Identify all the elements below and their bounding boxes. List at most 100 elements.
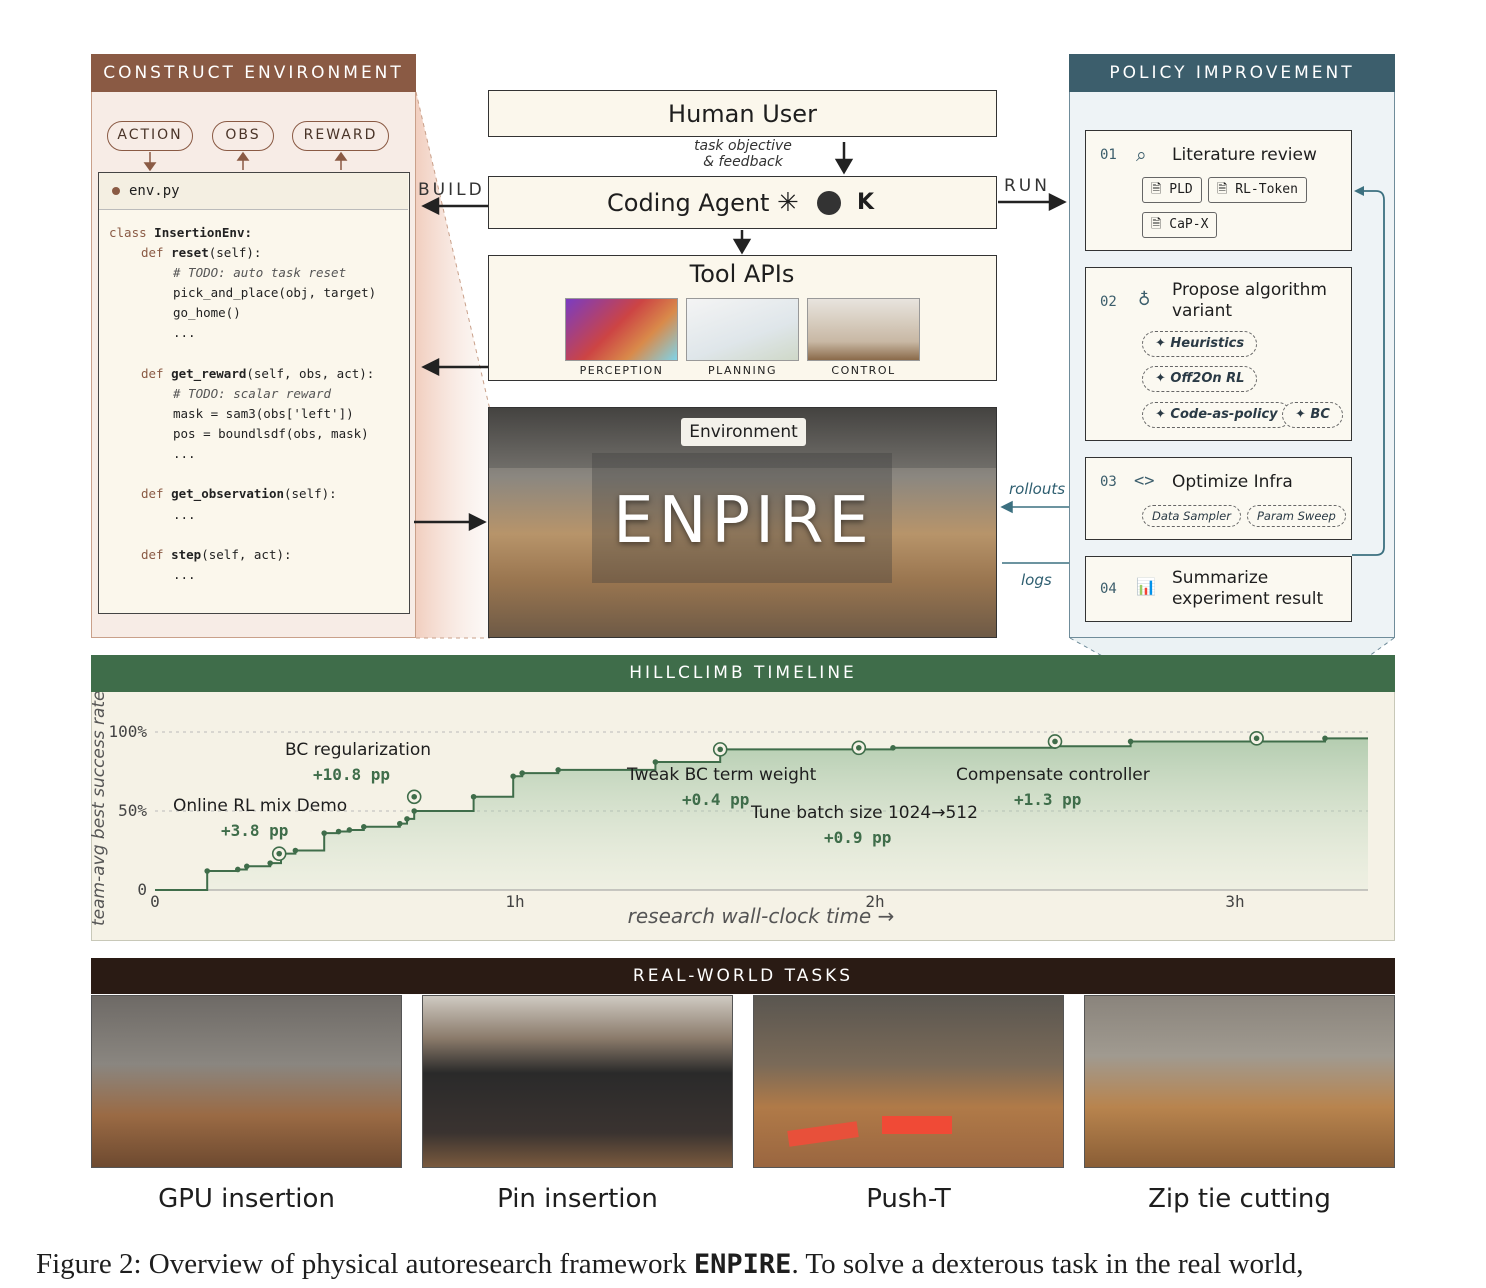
code-editor: env.py class InsertionEnv: def reset(sel… — [98, 172, 410, 614]
step-text-line-2: experiment result — [1172, 589, 1324, 609]
environment-tag: Environment — [681, 418, 806, 446]
milestone-dot — [717, 746, 723, 753]
data-point — [890, 745, 896, 751]
t-target-shape — [882, 1116, 952, 1134]
paper-chip-label: RL-Token — [1235, 182, 1298, 197]
data-point — [321, 830, 327, 836]
step-literature-review: 01 ⌕ Literature review 🗎 PLD 🗎 RL-Token … — [1085, 130, 1352, 251]
code-comment: # TODO: auto task reset — [173, 265, 347, 280]
code-line: pos = boundlsdf(obs, mask) — [173, 426, 369, 441]
environment-overlay — [592, 453, 892, 583]
code-file-tab: env.py — [99, 173, 408, 210]
data-point — [235, 866, 241, 873]
file-name: env.py — [129, 183, 180, 199]
action-pill: ACTION — [107, 121, 193, 151]
step-propose-algorithm: 02 ♁ Propose algorithm variant ✦ Heurist… — [1085, 267, 1352, 441]
planning-label: PLANNING — [708, 364, 777, 377]
algorithm-chip-label: Heuristics — [1170, 336, 1245, 351]
task-label: GPU insertion — [158, 1184, 335, 1214]
figure-caption: Figure 2: Overview of physical autoresea… — [36, 1248, 1476, 1281]
milestone-dot — [1253, 735, 1260, 742]
x-tick-label: 0 — [150, 892, 160, 911]
data-point — [335, 828, 342, 835]
tool-apis-box: Tool APIs PERCEPTION PLANNING CONTROL — [488, 255, 997, 381]
perception-label: PERCEPTION — [579, 364, 664, 377]
caption-name: ENPIRE — [693, 1249, 792, 1280]
code-brackets-icon: <> — [1134, 471, 1155, 491]
code-line: mask = sam3(obs['left']) — [173, 406, 354, 421]
algorithm-chip-label: Code-as-policy — [1170, 407, 1278, 422]
reward-pill: REWARD — [292, 121, 389, 151]
zip-tie-cutting-photo — [1084, 995, 1395, 1168]
step-number: 02 — [1100, 294, 1117, 310]
annotation-label: Online RL mix Demo — [173, 796, 348, 816]
caption-prefix: Figure 2: Overview of physical autoresea… — [36, 1248, 694, 1280]
step-number: 03 — [1100, 474, 1117, 490]
obs-pill: OBS — [212, 121, 274, 151]
code-function: get_observation — [171, 486, 284, 501]
task-label: Push-T — [866, 1184, 951, 1214]
annotation-delta: +0.4 pp — [682, 790, 750, 809]
code-keyword: def — [141, 486, 164, 501]
data-point — [411, 808, 418, 814]
task-label: Zip tie cutting — [1148, 1184, 1331, 1214]
milestone-dot — [411, 793, 418, 800]
y-tick-label: 50% — [118, 801, 147, 820]
code-comment: # TODO: scalar reward — [173, 386, 332, 401]
code-line: ... — [173, 507, 196, 522]
y-axis-label: team-avg best success rate — [91, 692, 109, 926]
human-user-box: Human User — [488, 90, 997, 137]
step-text: Summarize experiment result — [1172, 568, 1323, 610]
infra-chip: Data Sampler — [1142, 505, 1241, 527]
search-icon: ⌕ — [1136, 144, 1147, 166]
feedback-label: task objective & feedback — [660, 138, 826, 170]
data-point — [346, 827, 353, 833]
hillclimb-title: HILLCLIMB TIMELINE — [91, 655, 1395, 692]
pill-arrows — [143, 151, 348, 172]
paper-chip: 🗎 PLD — [1142, 177, 1202, 203]
paper-chip: 🗎 CaP-X — [1142, 212, 1218, 238]
construct-callout-fan — [415, 91, 491, 639]
algorithm-chip: ✦ Off2On RL — [1142, 366, 1258, 392]
step-text: Optimize Infra — [1172, 472, 1293, 492]
coding-agent-box: Coding Agent ✳ K — [488, 176, 997, 229]
x-axis-label: research wall-clock time → — [628, 904, 895, 928]
claude-logo-icon: ✳ — [777, 188, 799, 218]
feedback-line-2: & feedback — [703, 154, 783, 170]
caption-suffix: . To solve a dexterous task in the real … — [791, 1248, 1304, 1280]
paper-chip: 🗎 RL-Token — [1208, 177, 1307, 203]
code-text: (self): — [208, 245, 262, 260]
step-number: 04 — [1100, 581, 1117, 597]
y-tick-label: 0 — [137, 880, 147, 899]
code-line: go_home() — [173, 305, 241, 320]
data-point — [1127, 738, 1134, 745]
lightbulb-icon: ♁ — [1138, 290, 1151, 310]
kimi-logo-icon: K — [857, 190, 875, 215]
x-tick-label: 2h — [865, 892, 884, 911]
code-text: (self): — [284, 486, 337, 501]
step-optimize-infra: 03 <> Optimize Infra Data Sampler Param … — [1085, 457, 1352, 540]
annotation-label: BC regularization — [285, 740, 432, 760]
data-point — [519, 770, 525, 776]
data-point — [555, 767, 561, 773]
algorithm-chip: ✦ Code-as-policy — [1142, 402, 1291, 428]
perception-thumbnail — [565, 298, 678, 361]
step-number: 01 — [1100, 147, 1117, 163]
code-function: reset — [171, 245, 209, 260]
data-point — [510, 773, 516, 780]
x-tick-label: 3h — [1225, 892, 1244, 911]
code-keyword: class — [109, 225, 147, 240]
task-label: Pin insertion — [497, 1184, 658, 1214]
file-dot-icon — [112, 187, 120, 195]
step-text: Propose algorithm variant — [1172, 280, 1327, 322]
annotation-label: Tune batch size 1024→512 — [751, 803, 978, 823]
policy-improvement-title: POLICY IMPROVEMENT — [1069, 54, 1395, 92]
data-point — [292, 847, 299, 854]
x-tick-label: 1h — [505, 892, 524, 911]
data-point — [470, 793, 477, 800]
algorithm-chip: ✦ Heuristics — [1142, 331, 1258, 357]
planning-thumbnail — [686, 298, 799, 361]
paper-chip-label: PLD — [1169, 182, 1193, 197]
annotation-delta: +3.8 pp — [221, 821, 289, 840]
